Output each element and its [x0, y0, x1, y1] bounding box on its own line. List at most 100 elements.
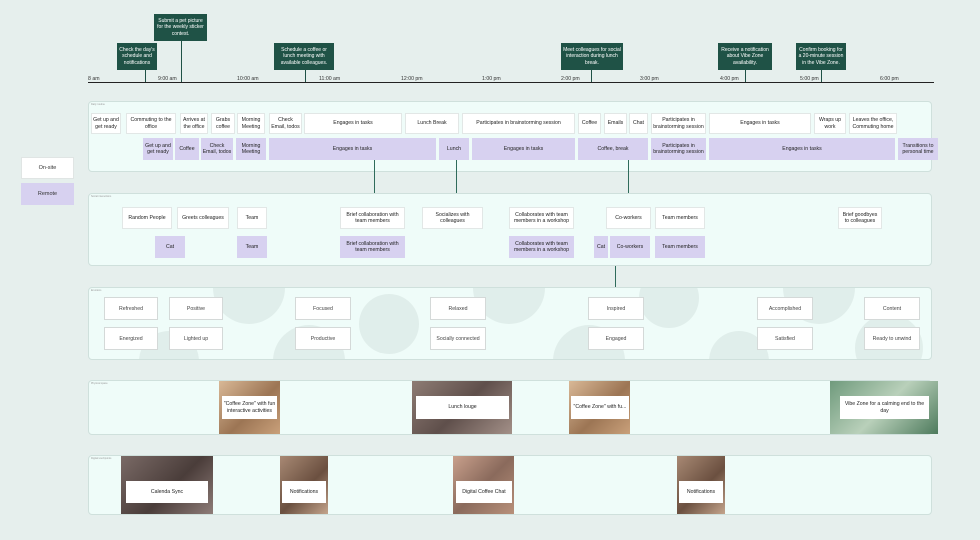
social-card: Collaborates with team members in a work…	[509, 207, 574, 229]
photo-label: Vibe Zone for a calming end to the day	[840, 396, 929, 419]
annotation-stem	[591, 70, 592, 82]
activity-card: Lunch Break	[405, 113, 459, 134]
annotation-stem	[181, 41, 182, 82]
lane-daily-routine: Daily routine	[88, 101, 932, 172]
emotion-card: Ready to unwind	[864, 327, 920, 350]
annotation-note: Confirm booking for a 20-minute session …	[796, 43, 846, 70]
remote-activity-card: Coffee, break	[578, 138, 648, 160]
emotion-card: Satisfied	[757, 327, 813, 350]
photo-label: Calenda Sync	[126, 481, 208, 503]
connector-line	[456, 160, 457, 207]
photo-label: Notifications	[679, 481, 723, 503]
remote-social-card: Cat	[594, 236, 608, 258]
emotion-card: Relaxed	[430, 297, 486, 320]
remote-activity-card: Check Email, todos	[201, 138, 233, 160]
activity-card: Grabs coffee	[211, 113, 235, 134]
connector-line	[615, 258, 616, 298]
annotation-stem	[745, 70, 746, 82]
emotion-card: Focused	[295, 297, 351, 320]
emotion-card: Engaged	[588, 327, 644, 350]
activity-card: Arrives at the office	[180, 113, 208, 134]
remote-social-card: Team members	[655, 236, 705, 258]
remote-activity-card: Get up and get ready	[143, 138, 173, 160]
activity-card: Engages in tasks	[709, 113, 811, 134]
photo-label: "Coffee Zone" with fu...	[571, 396, 629, 419]
activity-card: Engages in tasks	[304, 113, 402, 134]
legend-onsite: On-site	[21, 157, 74, 179]
activity-card: Coffee	[578, 113, 601, 134]
legend-remote: Remote	[21, 183, 74, 205]
remote-activity-card: Morning Meeting	[236, 138, 266, 160]
annotation-note: Schedule a coffee or lunch meeting with …	[274, 43, 334, 70]
lane-title: Physical space	[91, 382, 108, 385]
remote-activity-card: Coffee	[175, 138, 199, 160]
social-card: Brief goodbyes to colleagues	[838, 207, 882, 229]
time-label: 3:00 pm	[640, 76, 659, 82]
social-card: Brief collaboration with team members	[340, 207, 405, 229]
time-label: 10:00 am	[237, 76, 259, 82]
lane-title: Emotions	[91, 289, 102, 292]
emotion-card: Energized	[104, 327, 158, 350]
annotation-stem	[821, 70, 822, 82]
time-label: 8 am	[88, 76, 100, 82]
activity-card: Check Email, todos	[269, 113, 302, 134]
emotion-card: Productive	[295, 327, 351, 350]
remote-social-card: Collaborates with team members in a work…	[509, 236, 574, 258]
emotion-card: Content	[864, 297, 920, 320]
time-label: 6:00 pm	[880, 76, 899, 82]
connector-line	[628, 160, 629, 207]
time-label: 9:00 am	[158, 76, 177, 82]
annotation-note: Receive a notification about Vibe Zone a…	[718, 43, 772, 70]
remote-activity-card: Lunch	[439, 138, 469, 160]
photo-label: Notifications	[282, 481, 326, 503]
emotion-card: Lighted up	[169, 327, 223, 350]
time-label: 12:00 pm	[401, 76, 423, 82]
remote-activity-card: Engages in tasks	[709, 138, 895, 160]
social-card: Team	[237, 207, 267, 229]
annotation-note: Meet colleagues for social interaction d…	[561, 43, 623, 70]
activity-card: Get up and get ready	[91, 113, 121, 134]
emotion-card: Accomplished	[757, 297, 813, 320]
emotion-card: Refreshed	[104, 297, 158, 320]
time-label: 5:00 pm	[800, 76, 819, 82]
remote-social-card: Team	[237, 236, 267, 258]
remote-activity-card: Engages in tasks	[472, 138, 575, 160]
annotation-stem	[305, 70, 306, 82]
activity-card: Wraps up work	[814, 113, 846, 134]
remote-activity-card: Transitions to personal time	[898, 138, 938, 160]
time-label: 2:00 pm	[561, 76, 580, 82]
social-card: Greets colleagues	[177, 207, 229, 229]
remote-social-card: Cat	[155, 236, 185, 258]
lane-title: Social interactions	[91, 195, 112, 198]
remote-social-card: Co-workers	[610, 236, 650, 258]
remote-social-card: Brief collaboration with team members	[340, 236, 405, 258]
annotation-note: Submit a pet picture for the weekly stic…	[154, 14, 207, 41]
time-label: 11:00 am	[319, 76, 341, 82]
activity-card: Commuting to the office	[126, 113, 176, 134]
emotion-card: Socially connected	[430, 327, 486, 350]
timeline-axis	[88, 82, 934, 83]
social-card: Team members	[655, 207, 705, 229]
remote-activity-card: Engages in tasks	[269, 138, 436, 160]
photo-label: "Coffee Zone" with fun interactive activ…	[222, 396, 277, 419]
annotation-stem	[145, 70, 146, 82]
activity-card: Participates in brainstorming session	[651, 113, 706, 134]
photo-label: Lunch louge	[416, 396, 509, 419]
time-label: 1:00 pm	[482, 76, 501, 82]
social-card: Socializes with colleagues	[422, 207, 483, 229]
photo-label: Digital Coffee Chat	[456, 481, 512, 503]
social-card: Co-workers	[606, 207, 651, 229]
annotation-note: Check the day's schedule and notificatio…	[117, 43, 157, 70]
activity-card: Leaves the office, Commuting home	[849, 113, 897, 134]
connector-line	[374, 160, 375, 207]
remote-activity-card: Participates in brainstorming session	[651, 138, 706, 160]
activity-card: Emails	[604, 113, 627, 134]
time-label: 4:00 pm	[720, 76, 739, 82]
activity-card: Chat	[629, 113, 648, 134]
activity-card: Morning Meeting	[237, 113, 265, 134]
social-card: Random People	[122, 207, 172, 229]
lane-title: Daily routine	[91, 103, 105, 106]
emotion-card: Positive	[169, 297, 223, 320]
activity-card: Participates in brainstorming session	[462, 113, 575, 134]
lane-title: Digital touchpoints	[91, 457, 112, 460]
